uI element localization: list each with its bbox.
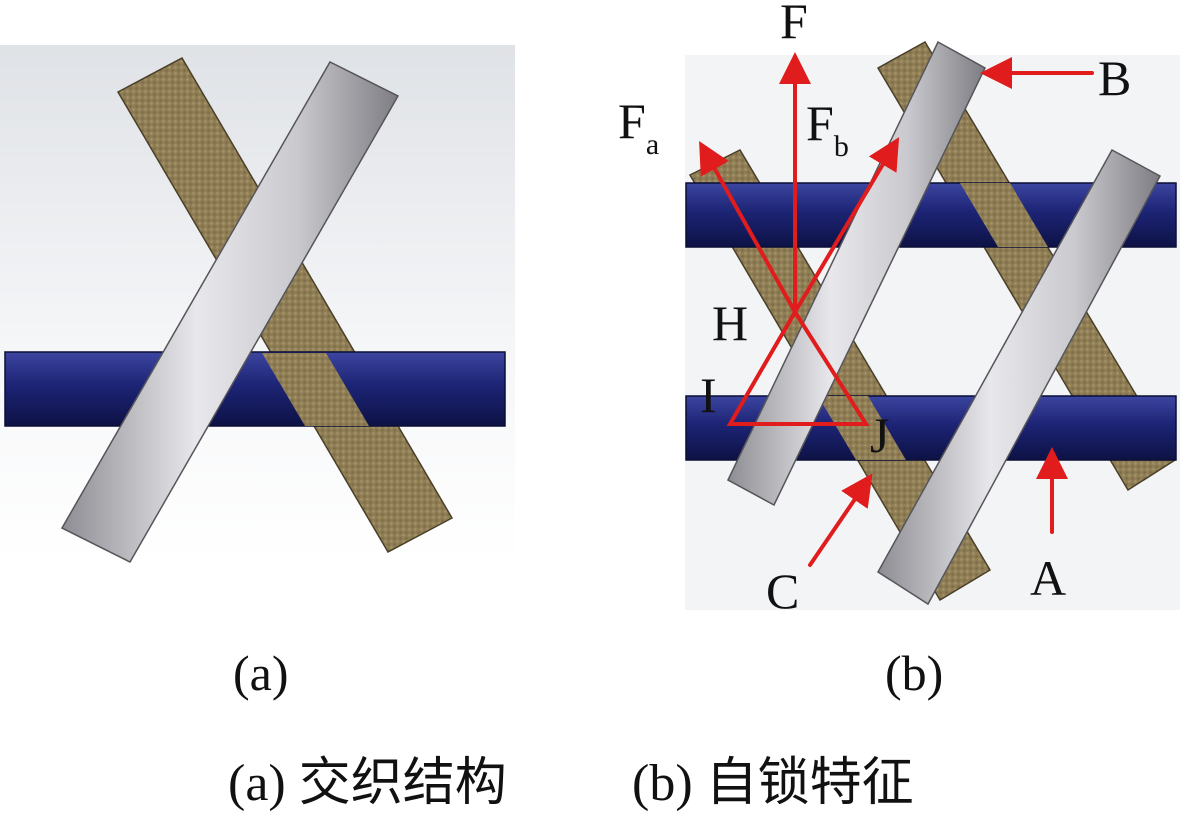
label-B: B (1098, 50, 1131, 106)
panel-a-grey-yarn (60, 61, 400, 563)
panel-a-weave-diagram (0, 45, 515, 563)
panel-a-tan-yarn-over (262, 353, 369, 426)
label-Fb: Fb (806, 95, 849, 163)
panel-b-tan-over-bottom (818, 396, 906, 460)
label-C: C (766, 563, 799, 619)
label-H: H (712, 295, 748, 351)
label-Fa-main: F (618, 93, 646, 149)
arrow-to-C (808, 473, 873, 567)
label-Fa-sub: a (646, 128, 659, 161)
caption-part-b: (b) 自锁特征 (632, 755, 914, 812)
label-J: J (870, 407, 889, 463)
label-A: A (1030, 550, 1066, 606)
panel-b-tan-over-top (960, 183, 1048, 247)
panel-label-a: (a) (233, 645, 289, 701)
panel-a-blue-yarn (4, 351, 506, 427)
force-Fa-arrow (699, 141, 797, 314)
panel-b-grey-yarn-right (877, 148, 1162, 606)
caption-part-a: (a) 交织结构 (228, 755, 507, 812)
triangle-HIJ (726, 308, 870, 426)
label-F: F (780, 0, 808, 49)
force-Fb-arrow (793, 137, 900, 314)
label-Fb-main: F (806, 95, 834, 151)
panel-label-b: (b) (885, 645, 943, 701)
panel-b-self-locking-diagram: F Fa Fb B H I J A C (618, 0, 1180, 619)
label-Fa: Fa (618, 93, 659, 161)
label-Fb-sub: b (834, 130, 849, 163)
force-vectors (699, 52, 1094, 567)
label-I: I (700, 367, 717, 423)
